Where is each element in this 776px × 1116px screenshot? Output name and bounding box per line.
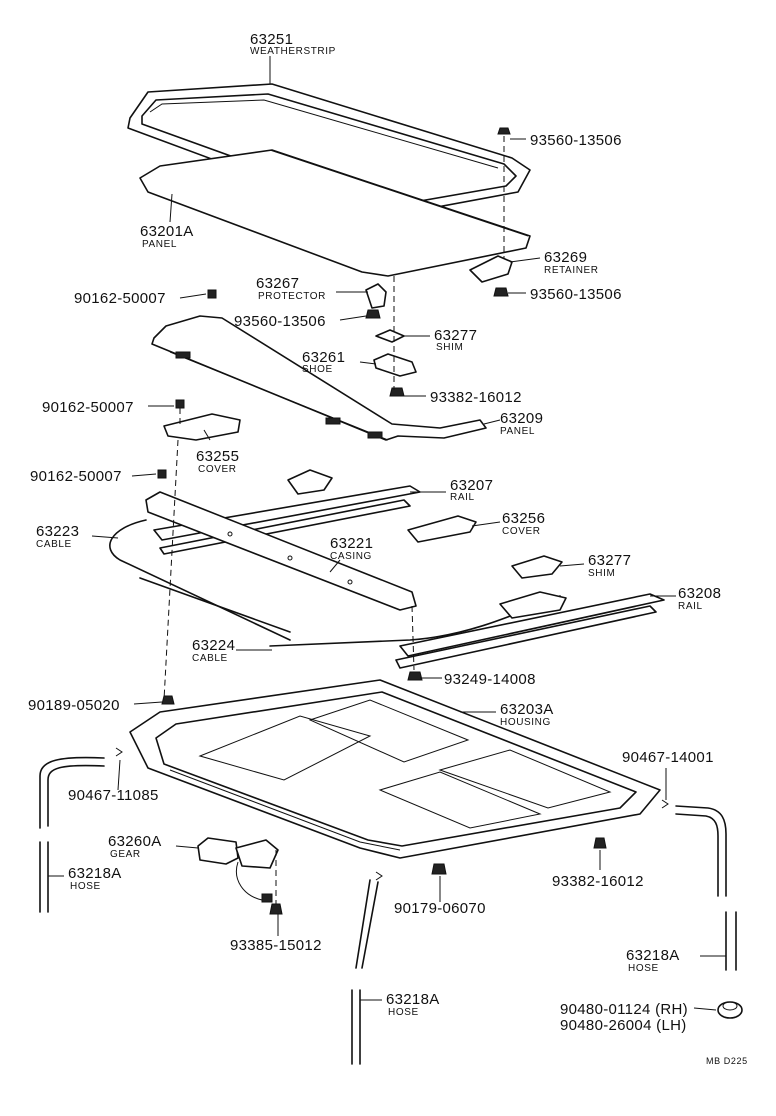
callout-90480-01124-rh: 90480-01124 (RH) [560,1001,688,1018]
callout-63208-name: RAIL [678,601,703,612]
glass-panel-part [139,149,531,277]
callout-63260a-name: GEAR [110,849,141,860]
callout-63256-number: 63256 [502,510,545,527]
grommet-part [717,1001,743,1019]
callout-63260a-number: 63260A [108,833,162,850]
shoe-part [373,353,417,377]
callout-93560-13506-a: 93560-13506 [530,132,622,149]
cover-part [163,413,241,441]
leader-lines [48,56,726,1011]
callout-63218a-a-name: HOSE [70,881,101,892]
callout-63218a-c-number: 63218A [386,991,440,1008]
callout-90189-05020: 90189-05020 [28,697,120,714]
retainer-part [469,255,513,283]
shim-right-part [511,555,563,579]
cover-right-part [407,515,477,543]
frame-panel-part [151,315,487,441]
drain-hose-rear-left-part [39,841,49,913]
callout-63207-name: RAIL [450,492,475,503]
cable-left-part [109,519,291,641]
callout-63277-a-name: SHIM [436,342,463,353]
callout-63251-name: WEATHERSTRIP [250,46,336,57]
drain-hose-front-left-part [39,756,105,829]
callout-90162-50007-b: 90162-50007 [42,399,134,416]
callout-63255-number: 63255 [196,448,239,465]
diagram-code: MB D225 [706,1056,748,1066]
callout-63209-name: PANEL [500,426,535,437]
callout-63207-number: 63207 [450,477,493,494]
drain-hose-front-right-part [675,805,727,897]
callout-63218a-c-name: HOSE [388,1007,419,1018]
callout-63201a-name: PANEL [142,239,177,250]
casing-part [145,491,417,611]
callout-93560-13506-b: 93560-13506 [530,286,622,303]
callout-93560-13506-c: 93560-13506 [234,313,326,330]
rail-left-part [153,469,421,555]
callout-63201a-number: 63201A [140,223,194,240]
callout-63277-b-number: 63277 [588,552,631,569]
callout-63218a-a-number: 63218A [68,865,122,882]
callout-93382-16012-b: 93382-16012 [552,873,644,890]
shim-part [375,329,405,343]
callout-63221-number: 63221 [330,535,373,552]
callout-63256-name: COVER [502,526,541,537]
callout-90467-14001: 90467-14001 [622,749,714,766]
assembly-lines [163,136,505,904]
rail-right-part [395,591,665,669]
callout-90179-06070: 90179-06070 [394,900,486,917]
callout-63269-name: RETAINER [544,265,599,276]
callout-63223-name: CABLE [36,539,72,550]
protector-part [365,283,387,309]
housing-part [129,679,661,859]
callout-63224-name: CABLE [192,653,228,664]
callout-63277-b-name: SHIM [588,568,615,579]
drain-hose-rear-right-part [725,911,737,971]
callout-90162-50007-c: 90162-50007 [30,468,122,485]
gear-motor-part [197,837,279,903]
callout-63267-name: PROTECTOR [258,291,326,302]
drain-hose-center-part [351,879,379,1065]
callout-63269-number: 63269 [544,249,587,266]
callout-63277-a-number: 63277 [434,327,477,344]
callout-90480-26004-lh: 90480-26004 (LH) [560,1017,687,1034]
callout-93382-16012-a: 93382-16012 [430,389,522,406]
callout-63218a-b-number: 63218A [626,947,680,964]
callout-63218a-b-name: HOSE [628,963,659,974]
callout-63203a-number: 63203A [500,701,554,718]
callout-63203a-name: HOUSING [500,717,551,728]
callout-93249-14008: 93249-14008 [444,671,536,688]
callouts: 63251 WEATHERSTRIP 93560-13506 63201A PA… [28,31,748,1066]
callout-63261-name: SHOE [302,364,333,375]
callout-90467-11085: 90467-11085 [68,787,159,804]
callout-63267-number: 63267 [256,275,299,292]
callout-63261-number: 63261 [302,349,345,366]
callout-63255-name: COVER [198,464,237,475]
callout-93385-15012: 93385-15012 [230,937,322,954]
callout-63223-number: 63223 [36,523,79,540]
callout-63221-name: CASING [330,551,372,562]
callout-63224-number: 63224 [192,637,235,654]
callout-63208-number: 63208 [678,585,721,602]
callout-90162-50007-a: 90162-50007 [74,290,166,307]
callout-63209-number: 63209 [500,410,543,427]
fasteners [115,127,669,915]
callout-63251-number: 63251 [250,31,293,48]
